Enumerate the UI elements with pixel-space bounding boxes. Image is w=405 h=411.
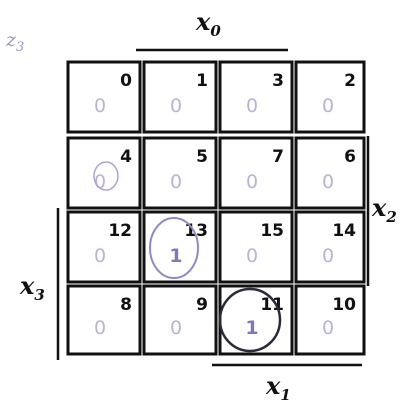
kmap-cell-7 — [218, 136, 294, 210]
cell-value-14: 0 — [322, 245, 334, 267]
kmap-cell-2 — [294, 60, 366, 134]
cell-value-0: 0 — [94, 95, 106, 117]
cell-index-4: 4 — [120, 147, 132, 167]
function-label-sub: 3 — [16, 40, 24, 55]
cell-index-9: 9 — [196, 295, 208, 315]
x1-label-base: x — [265, 371, 281, 400]
x3-label: x3 — [19, 271, 45, 304]
x0-label-sub: 0 — [210, 22, 221, 40]
cell-value-10: 0 — [322, 317, 334, 339]
x0-label: x0 — [195, 7, 221, 40]
cell-value-12: 0 — [94, 245, 106, 267]
function-label: z3 — [5, 29, 24, 55]
x1-label: x1 — [265, 371, 291, 404]
x1-label-sub: 1 — [280, 386, 290, 404]
cell-index-8: 8 — [120, 295, 132, 315]
cell-value-8: 0 — [94, 317, 106, 339]
kmap-cell-9 — [142, 284, 218, 356]
kmap-cell-8 — [66, 284, 142, 356]
cell-index-15: 15 — [260, 221, 284, 241]
group-loop-cell-4 — [93, 161, 119, 191]
x2-label-sub: 2 — [385, 208, 396, 226]
kmap-cell-1 — [142, 60, 218, 134]
kmap-cell-3 — [218, 60, 294, 134]
cell-value-2: 0 — [322, 95, 334, 117]
kmap-cell-4 — [66, 136, 142, 210]
cell-value-9: 0 — [170, 317, 182, 339]
cell-index-1: 1 — [196, 71, 208, 91]
cell-index-6: 6 — [344, 147, 356, 167]
cell-index-5: 5 — [196, 147, 208, 167]
kmap-cell-12 — [66, 210, 142, 284]
cell-value-7: 0 — [246, 171, 258, 193]
kmap-cell-6 — [294, 136, 366, 210]
function-label-base: z — [5, 29, 17, 51]
cell-index-14: 14 — [332, 221, 356, 241]
x0-label-base: x — [195, 7, 211, 36]
cell-value-4: 0 — [94, 171, 106, 193]
kmap-cell-5 — [142, 136, 218, 210]
cell-value-13: 1 — [169, 245, 182, 267]
cell-index-12: 12 — [108, 221, 132, 241]
kmap-cell-14 — [294, 210, 366, 284]
cell-value-1: 0 — [170, 95, 182, 117]
group-loop-cell-11 — [218, 287, 282, 353]
cell-index-2: 2 — [344, 71, 356, 91]
x3-label-base: x — [19, 271, 35, 300]
kmap-cell-15 — [218, 210, 294, 284]
cell-value-3: 0 — [246, 95, 258, 117]
cell-index-3: 3 — [272, 71, 284, 91]
cell-index-0: 0 — [120, 71, 132, 91]
x2-label: x2 — [371, 193, 397, 226]
cell-index-10: 10 — [332, 295, 356, 315]
cell-index-7: 7 — [272, 147, 284, 167]
cell-value-15: 0 — [246, 245, 258, 267]
cell-value-5: 0 — [170, 171, 182, 193]
group-loop-cell-13 — [149, 217, 199, 279]
cell-value-6: 0 — [322, 171, 334, 193]
cell-value-11: 1 — [245, 317, 258, 339]
x3-label-sub: 3 — [34, 286, 44, 304]
x2-label-base: x — [371, 193, 387, 222]
kmap-cell-13 — [142, 210, 218, 284]
kmap-cell-0 — [66, 60, 142, 134]
kmap-cell-10 — [294, 284, 366, 356]
